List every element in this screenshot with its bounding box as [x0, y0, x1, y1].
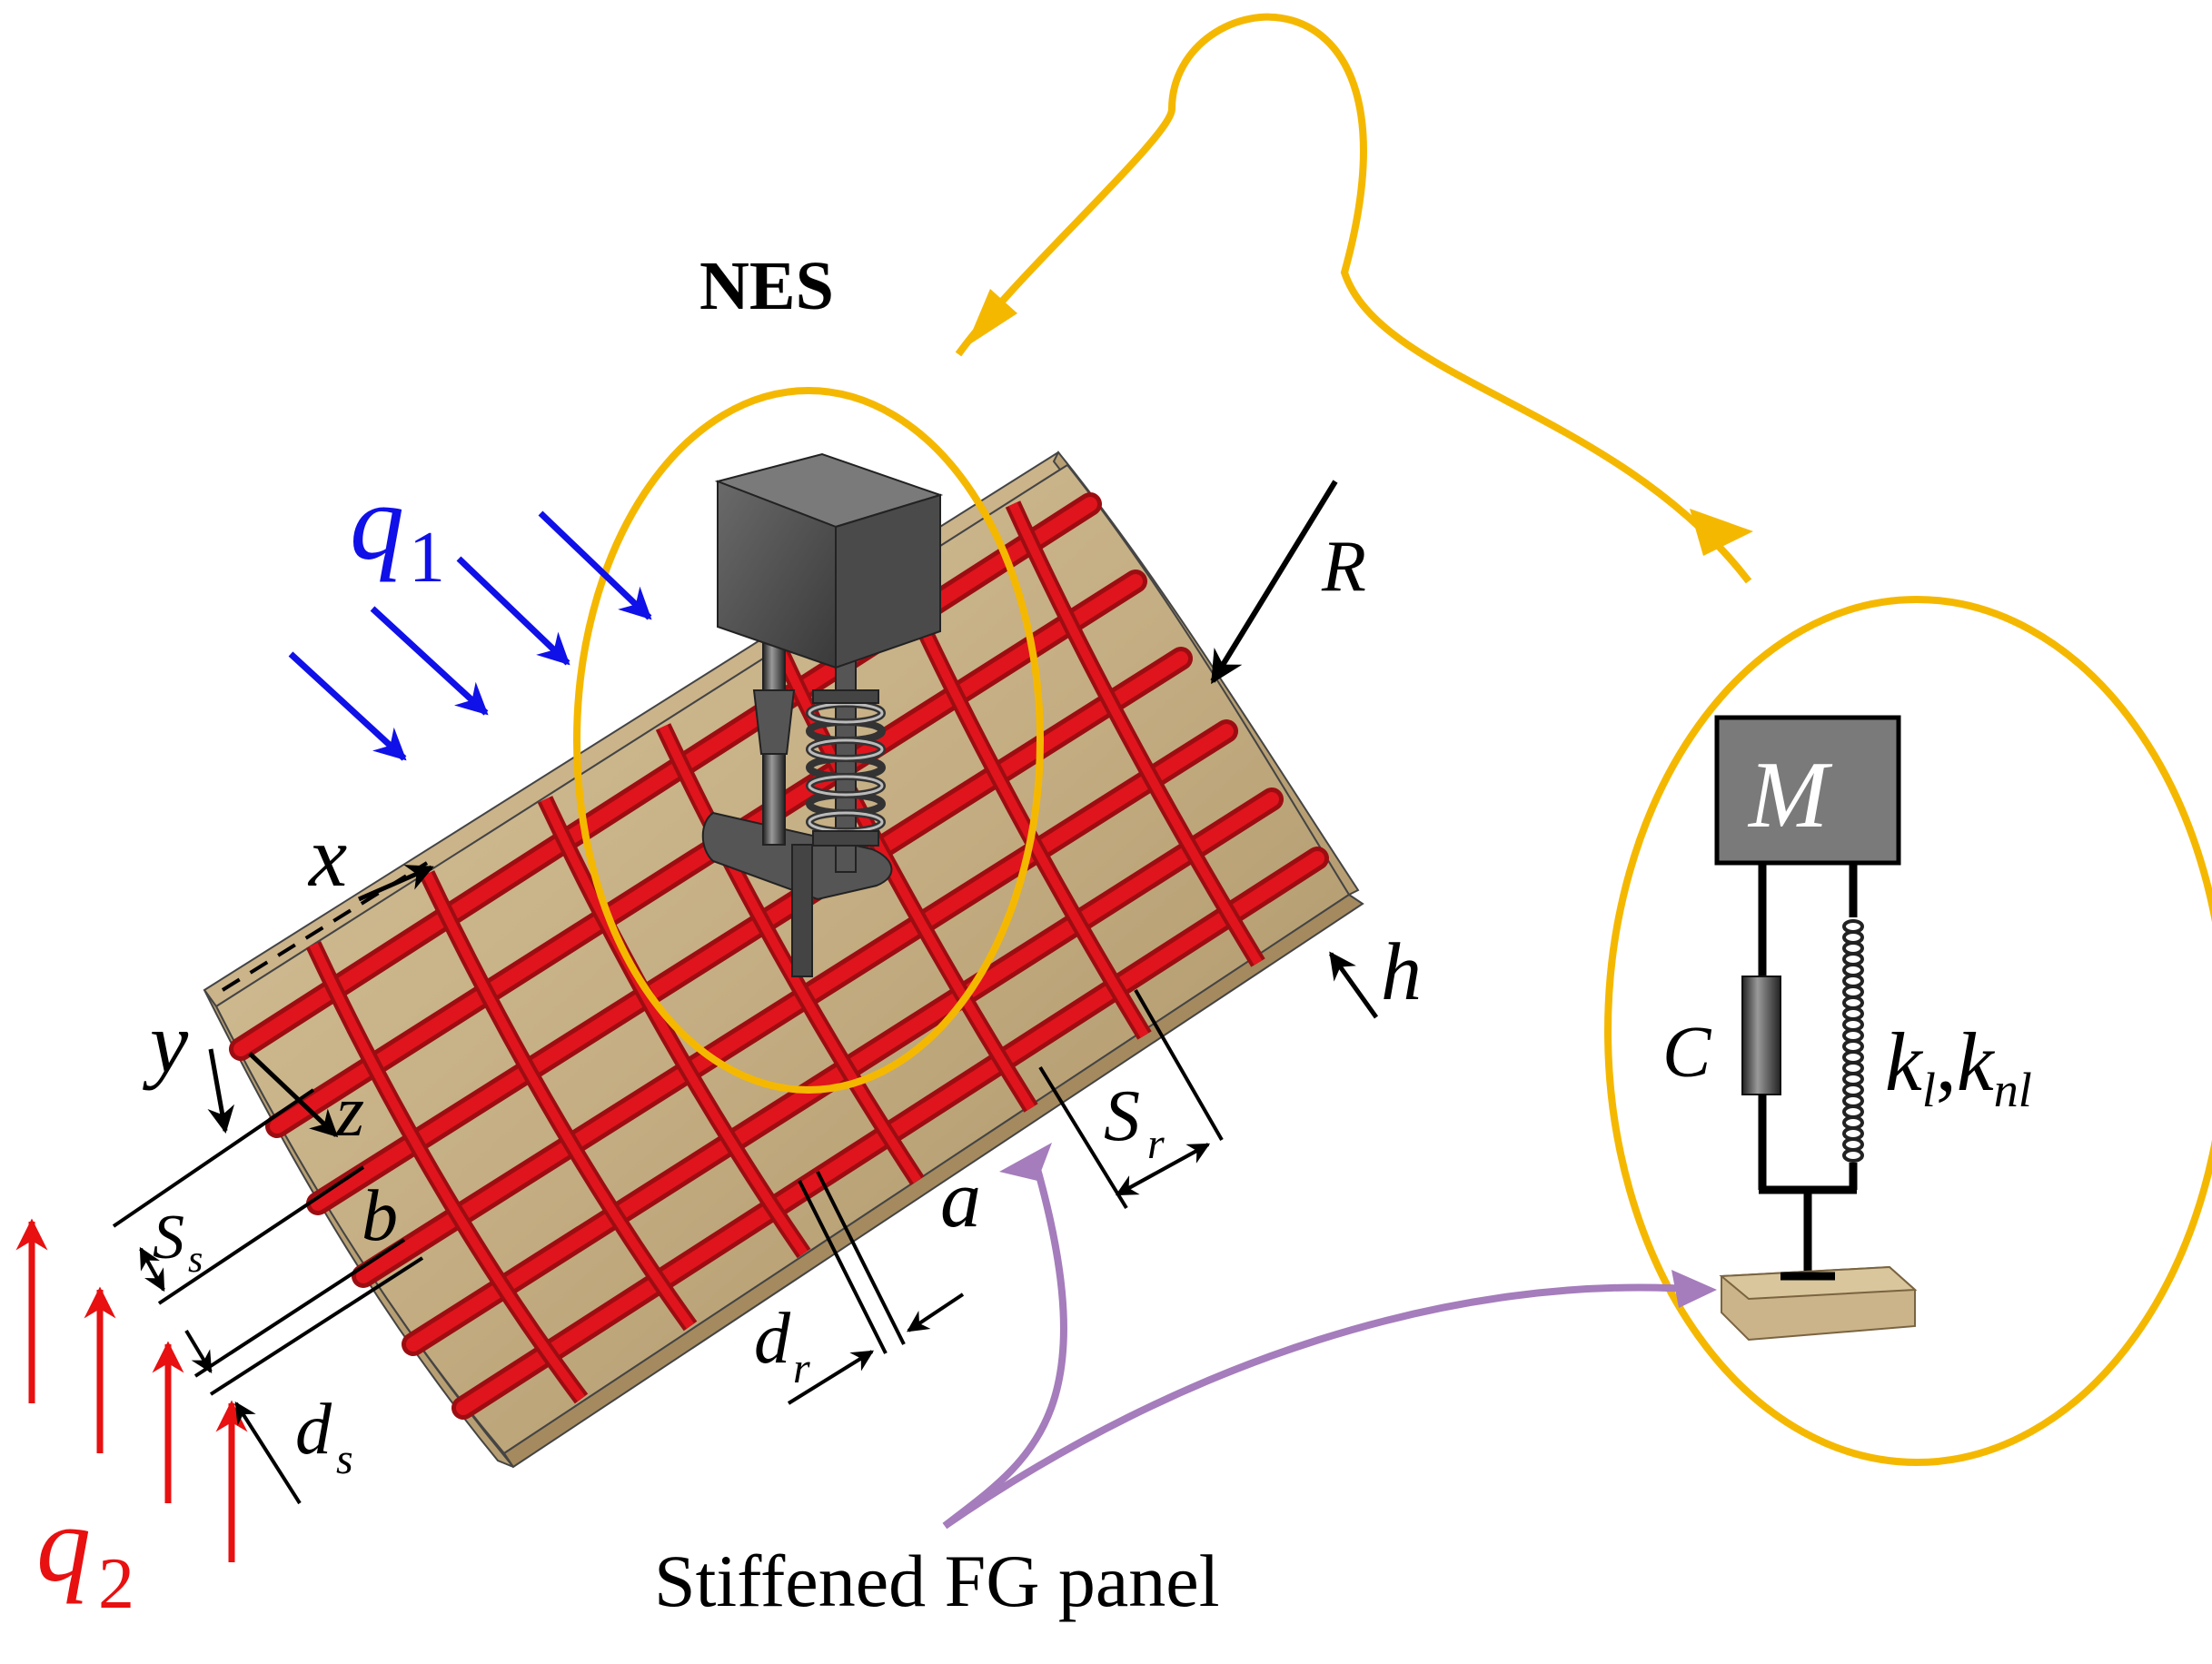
q2-label: q: [36, 1483, 91, 1604]
r-label: R: [1321, 527, 1366, 607]
q1-subscript: 1: [409, 518, 445, 598]
ss-label: S: [153, 1203, 184, 1273]
ds-label: d: [295, 1390, 332, 1470]
sr-subscript: r: [1147, 1120, 1165, 1168]
q1-label: q: [350, 461, 404, 582]
x-label: x: [307, 808, 347, 905]
nes-device: [701, 452, 944, 977]
b-label: b: [362, 1176, 398, 1256]
labels: NES q 1 q 2 R x y z h a b S r S s d r d …: [36, 248, 2032, 1624]
nes-highlight-ellipse: [573, 387, 1044, 1094]
stiffness-label: kl,knl: [1885, 1015, 2032, 1117]
damping-label: C: [1662, 1013, 1712, 1093]
stiffened-panel-label: Stiffened FG panel: [654, 1540, 1220, 1622]
q2-subscript: 2: [98, 1544, 134, 1624]
lumped-model: [1714, 715, 1918, 1342]
spring: [1842, 919, 1864, 1163]
dr-subscript: r: [793, 1344, 810, 1392]
nes-zoom-connector: [955, 13, 1752, 584]
yellow-arrowhead-right: [1690, 509, 1753, 556]
nes-label: NES: [699, 248, 834, 324]
mass-label: M: [1747, 741, 1833, 847]
sr-label: S: [1104, 1076, 1140, 1156]
load-q1-arrows: [288, 510, 652, 761]
y-label: y: [143, 995, 189, 1091]
h-label: h: [1381, 927, 1422, 1017]
dr-label: d: [754, 1299, 791, 1379]
load-q2-arrows: [15, 1218, 248, 1562]
z-label: z: [335, 1072, 364, 1152]
dimension-lines: [112, 480, 1379, 1505]
yellow-arrowhead-left: [966, 289, 1017, 347]
a-label: a: [940, 1154, 981, 1244]
panel-link-arrow-2: [942, 1283, 1704, 1530]
ds-subscript: s: [336, 1435, 353, 1483]
mass-block: [1714, 715, 1901, 866]
zoom-circle: [1604, 596, 2212, 1466]
damper: [1741, 976, 1781, 1095]
ss-subscript: s: [188, 1239, 203, 1281]
